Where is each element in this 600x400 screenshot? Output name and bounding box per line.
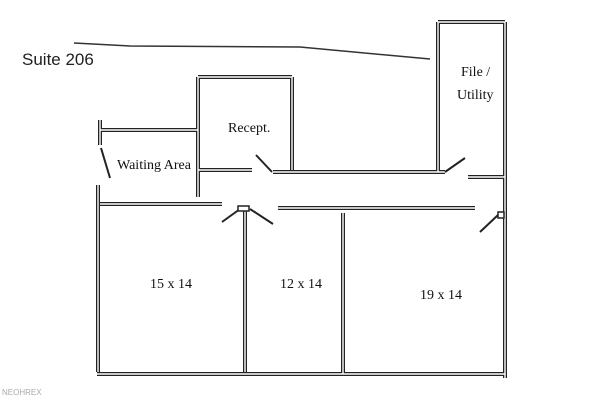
- wall-inner: [198, 169, 445, 173]
- wall-inner: [197, 76, 293, 197]
- room-label-reception: Recept.: [228, 121, 271, 136]
- wall: [98, 120, 198, 145]
- door-swings: [100, 147, 505, 233]
- room-label-utility: Utility: [457, 88, 494, 103]
- room-label-waiting: Waiting Area: [117, 158, 191, 173]
- watermark: NEOHREX: [2, 388, 42, 397]
- room-label-file: File /: [461, 65, 491, 80]
- suite-title: Suite 206: [22, 50, 94, 69]
- wall-inner: [97, 185, 505, 375]
- room-label-office-3: 19 x 14: [420, 288, 462, 303]
- wall-inner: [99, 120, 198, 145]
- walls: [73, 20, 507, 378]
- wall: [196, 75, 294, 197]
- wall-inner: [437, 21, 506, 378]
- room-label-office-1: 15 x 14: [150, 277, 192, 292]
- room-label-office-2: 12 x 14: [280, 277, 322, 292]
- top-faint-line: [73, 42, 431, 60]
- wall-inner: [100, 203, 475, 209]
- wall-inner: [244, 208, 344, 374]
